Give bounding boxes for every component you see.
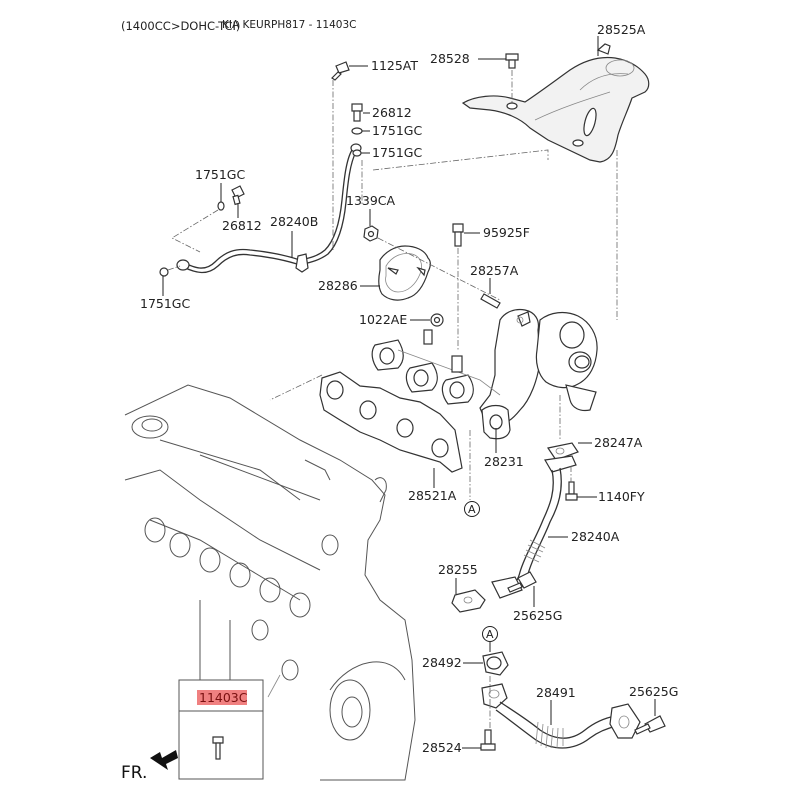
label-1751GC-left[interactable]: 1751GC xyxy=(195,167,245,182)
svg-text:A: A xyxy=(486,628,494,641)
label-28286[interactable]: 28286 xyxy=(318,278,358,293)
bolt-95925F[interactable] xyxy=(452,223,464,247)
manifold-gasket-28521A[interactable] xyxy=(319,371,463,473)
label-28525A[interactable]: 28525A xyxy=(597,22,646,37)
stud-28257A[interactable] xyxy=(480,293,501,309)
engine-block xyxy=(124,384,416,781)
exhaust-manifold[interactable] xyxy=(371,329,501,405)
label-26812-left[interactable]: 26812 xyxy=(222,218,262,233)
label-1140FY[interactable]: 1140FY xyxy=(598,489,645,504)
front-arrow-icon xyxy=(150,750,178,770)
label-25625G-upper[interactable]: 25625G xyxy=(513,608,562,623)
label-1339CA[interactable]: 1339CA xyxy=(346,193,396,208)
label-28491[interactable]: 28491 xyxy=(536,685,576,700)
front-orientation: FR. xyxy=(121,750,178,783)
catalog-ref-label: KIA KEURPH817 - 11403C xyxy=(222,19,356,31)
label-1751GC-bottom[interactable]: 1751GC xyxy=(140,296,190,311)
label-25625G-lower[interactable]: 25625G xyxy=(629,684,678,699)
reference-marker-a-top: A xyxy=(464,501,480,517)
label-28240A[interactable]: 28240A xyxy=(571,529,620,544)
header: (1400CC>DOHC-TCI) KIA KEURPH817 - 11403C xyxy=(121,19,356,33)
leader-lines xyxy=(162,36,656,749)
bolt-25625G-lower[interactable] xyxy=(634,715,666,735)
label-1751GC-a[interactable]: 1751GC xyxy=(372,123,422,138)
washer-1751GC-bottom[interactable] xyxy=(159,267,169,277)
front-label: FR. xyxy=(121,763,147,783)
label-1022AE[interactable]: 1022AE xyxy=(359,312,407,327)
oil-return-pipe-28240A[interactable] xyxy=(491,442,579,599)
egr-pipe-28491[interactable] xyxy=(481,683,641,749)
svg-text:A: A xyxy=(468,503,476,516)
bolt-1125AT[interactable] xyxy=(331,61,350,81)
banjo-bolt-26812-top[interactable] xyxy=(351,103,363,122)
washer-1751GC-a[interactable] xyxy=(351,127,363,135)
highlighted-part-number[interactable]: 11403C xyxy=(199,690,248,705)
reference-marker-a-bottom: A xyxy=(482,626,498,642)
washer-1751GC-b[interactable] xyxy=(352,149,362,157)
label-1125AT[interactable]: 1125AT xyxy=(371,58,418,73)
highlight-11403C-background xyxy=(197,690,247,705)
bolt-28524[interactable] xyxy=(480,729,496,751)
oil-feed-pipe-28240B[interactable] xyxy=(176,143,362,274)
part-labels: 1125AT 26812 1751GC 1751GC 28528 28525A … xyxy=(140,22,678,755)
bolt-25625G-upper[interactable] xyxy=(507,571,537,593)
label-28521A[interactable]: 28521A xyxy=(408,488,457,503)
washer-1751GC-left[interactable] xyxy=(217,201,225,211)
gasket-28492[interactable] xyxy=(482,651,509,676)
label-28492[interactable]: 28492 xyxy=(422,655,462,670)
gasket-28255[interactable] xyxy=(451,589,486,613)
callout-box: 11403C xyxy=(178,674,281,780)
label-28240B[interactable]: 28240B xyxy=(270,214,318,229)
bolt-11403C-icon xyxy=(212,736,224,760)
banjo-bolt-26812-left[interactable] xyxy=(231,185,245,206)
nut-1022AE[interactable] xyxy=(430,313,444,327)
label-28528[interactable]: 28528 xyxy=(430,51,470,66)
label-28257A[interactable]: 28257A xyxy=(470,263,519,278)
label-28231[interactable]: 28231 xyxy=(484,454,524,469)
gasket-28286[interactable] xyxy=(378,245,431,301)
bolt-1140FY[interactable] xyxy=(565,481,578,501)
label-95925F[interactable]: 95925F xyxy=(483,225,530,240)
label-26812-top[interactable]: 26812 xyxy=(372,105,412,120)
label-28255[interactable]: 28255 xyxy=(438,562,478,577)
bolt-28528[interactable] xyxy=(505,53,519,69)
engine-spec-label: (1400CC>DOHC-TCI) xyxy=(121,19,240,33)
label-28247A[interactable]: 28247A xyxy=(594,435,643,450)
heat-shield-28525A[interactable] xyxy=(461,43,650,163)
nut-1339CA[interactable] xyxy=(363,225,379,242)
turbocharger-28231[interactable] xyxy=(479,308,598,440)
label-1751GC-b[interactable]: 1751GC xyxy=(372,145,422,160)
label-28524[interactable]: 28524 xyxy=(422,740,462,755)
